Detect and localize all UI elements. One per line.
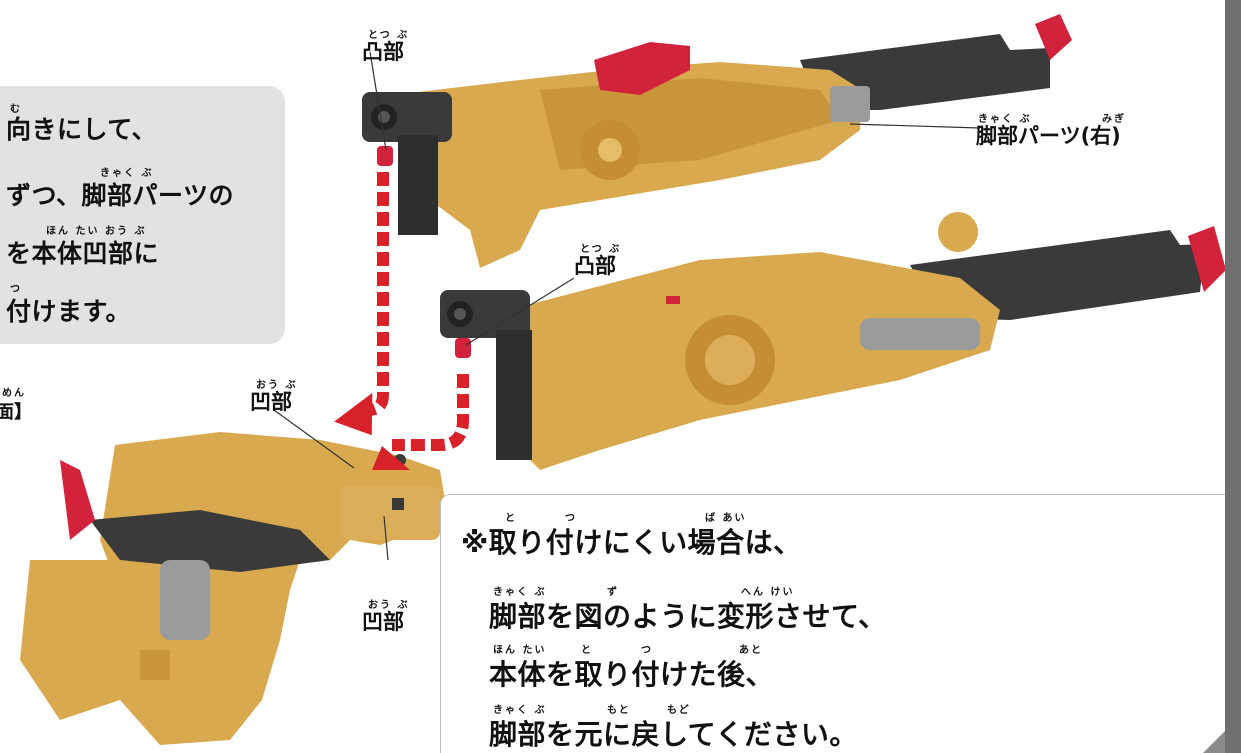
convex-mid-ruby: とつ ぶ [580,244,622,255]
note-ruby-1a: と [505,513,517,524]
attach-arrows [334,172,469,470]
note-ruby-2b: ず [607,587,619,598]
concave-lower-label: 凹部 [362,610,404,634]
note-ruby-4b: もと [607,705,631,716]
note-ruby-2a: きゃく ぶ [493,587,547,598]
note-line-4: 脚部を元に戻してください。 [489,718,858,751]
page-corner-fold [1203,731,1225,753]
side-label-ruby: めん [2,388,26,399]
leg-part-label: 脚部パーツ(右) [976,124,1121,148]
convex-mid-label: 凸部 [574,254,616,278]
note-ruby-3c: つ [641,645,653,656]
instruction-box: む 向きにして、 きゃく ぶ ずつ、脚部パーツの ほん たい おう ぶ を本体凹… [0,86,285,344]
instruction-line-4: 付けます。 [6,297,132,326]
instruction-ruby-1: む [10,104,22,115]
leg-part-lower [440,212,1226,470]
concave-upper-ruby: おう ぶ [256,380,298,391]
instruction-ruby-4: つ [10,284,22,295]
leg-part-upper [362,14,1072,268]
leg-part-ruby-a: きゃく ぶ [978,114,1032,125]
note-line-3: 本体を取り付けた後、 [489,658,775,691]
instruction-line-3: を本体凹部に [6,239,160,268]
instruction-ruby-3: ほん たい おう ぶ [46,226,147,237]
instruction-ruby-2: きゃく ぶ [100,168,154,179]
concave-upper-label: 凹部 [250,390,292,414]
concave-lower-ruby: おう ぶ [368,600,410,611]
creature-body [20,432,445,745]
note-ruby-2c: へん けい [741,587,795,598]
note-ruby-1b: つ [565,513,577,524]
convex-top-label: 凸部 [362,40,404,64]
leader-lines [273,51,981,561]
page-edge [1225,0,1241,753]
note-line-2: 脚部を図のように変形させて、 [489,600,887,633]
note-ruby-3b: と [581,645,593,656]
leg-part-ruby-b: みぎ [1102,114,1126,125]
instruction-line-1: 向きにして、 [6,115,158,144]
note-line-1: ※取り付けにくい場合は、 [461,526,802,559]
note-ruby-1c: ば あい [705,513,747,524]
convex-top-ruby: とつ ぶ [368,30,410,41]
note-box: と つ ば あい ※取り付けにくい場合は、 きゃく ぶ ず へん けい 脚部を図… [440,494,1225,753]
note-ruby-3d: あと [739,645,763,656]
note-ruby-4a: きゃく ぶ [493,705,547,716]
side-label: 面】 [0,402,32,423]
note-ruby-4c: もど [667,705,691,716]
note-ruby-3a: ほん たい [493,645,547,656]
instruction-line-2: ずつ、脚部パーツの [6,181,235,210]
